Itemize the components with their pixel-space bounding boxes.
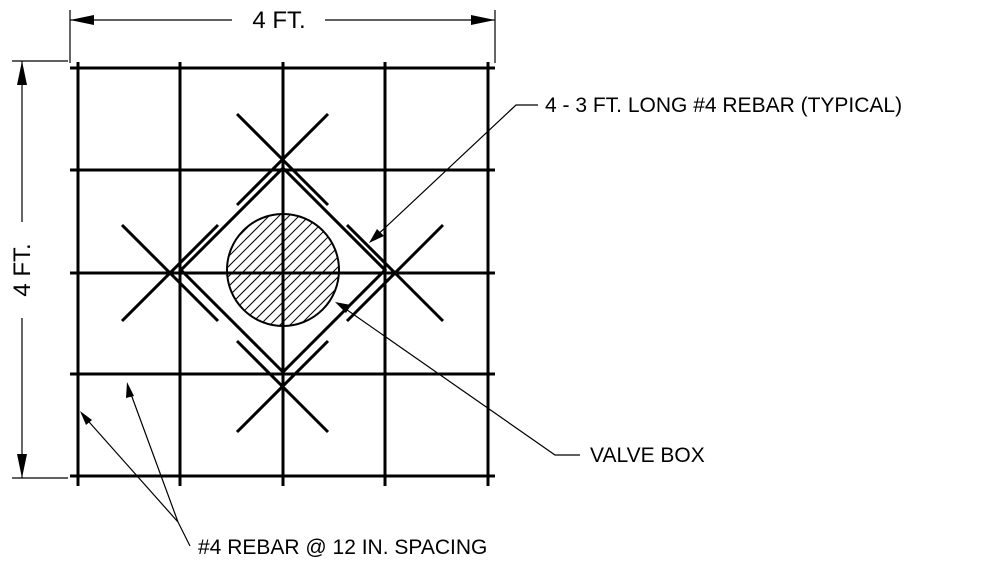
diagonal-bar-bottom-b [235, 339, 330, 434]
leader-arrow-rebar-spacing-a [80, 411, 92, 425]
diagonal-bar-left-b [120, 223, 220, 323]
callout-rebar-typical: 4 - 3 FT. LONG #4 REBAR (TYPICAL) [369, 94, 902, 243]
diagonal-bar-right-b [345, 223, 445, 323]
leader-valve-box [339, 304, 580, 456]
width-arrow-left [70, 15, 94, 25]
rebar-typical-label: 4 - 3 FT. LONG #4 REBAR (TYPICAL) [545, 94, 902, 117]
valve-box-outline [226, 213, 340, 327]
width-arrow-right [471, 15, 495, 25]
leader-rebar-typical [371, 104, 538, 241]
diagonal-rebar [120, 112, 445, 434]
leader-arrow-rebar-typical [369, 229, 384, 243]
height-arrow-bottom [17, 454, 27, 478]
width-label: 4 FT. [252, 7, 305, 34]
leader-rebar-spacing-b [127, 385, 179, 523]
diamond-rebar-frame [178, 165, 388, 375]
callout-rebar-spacing: #4 REBAR @ 12 IN. SPACING [80, 382, 487, 559]
height-dimension: 4 FT. [9, 60, 68, 479]
rebar-grid [70, 62, 495, 486]
rebar-spacing-label: #4 REBAR @ 12 IN. SPACING [198, 536, 487, 559]
leader-rebar-spacing-a [81, 413, 179, 523]
leader-rebar-spacing-tail [177, 521, 191, 547]
diagonal-bar-top-b [235, 112, 330, 207]
leader-arrow-rebar-spacing-b [126, 382, 134, 398]
height-arrow-top [17, 61, 27, 85]
width-dimension: 4 FT. [69, 7, 496, 63]
callout-valve-box: VALVE BOX [335, 302, 705, 467]
valve-box-label: VALVE BOX [590, 444, 705, 467]
height-label: 4 FT. [9, 243, 36, 296]
leader-arrow-valve-box [335, 302, 351, 313]
